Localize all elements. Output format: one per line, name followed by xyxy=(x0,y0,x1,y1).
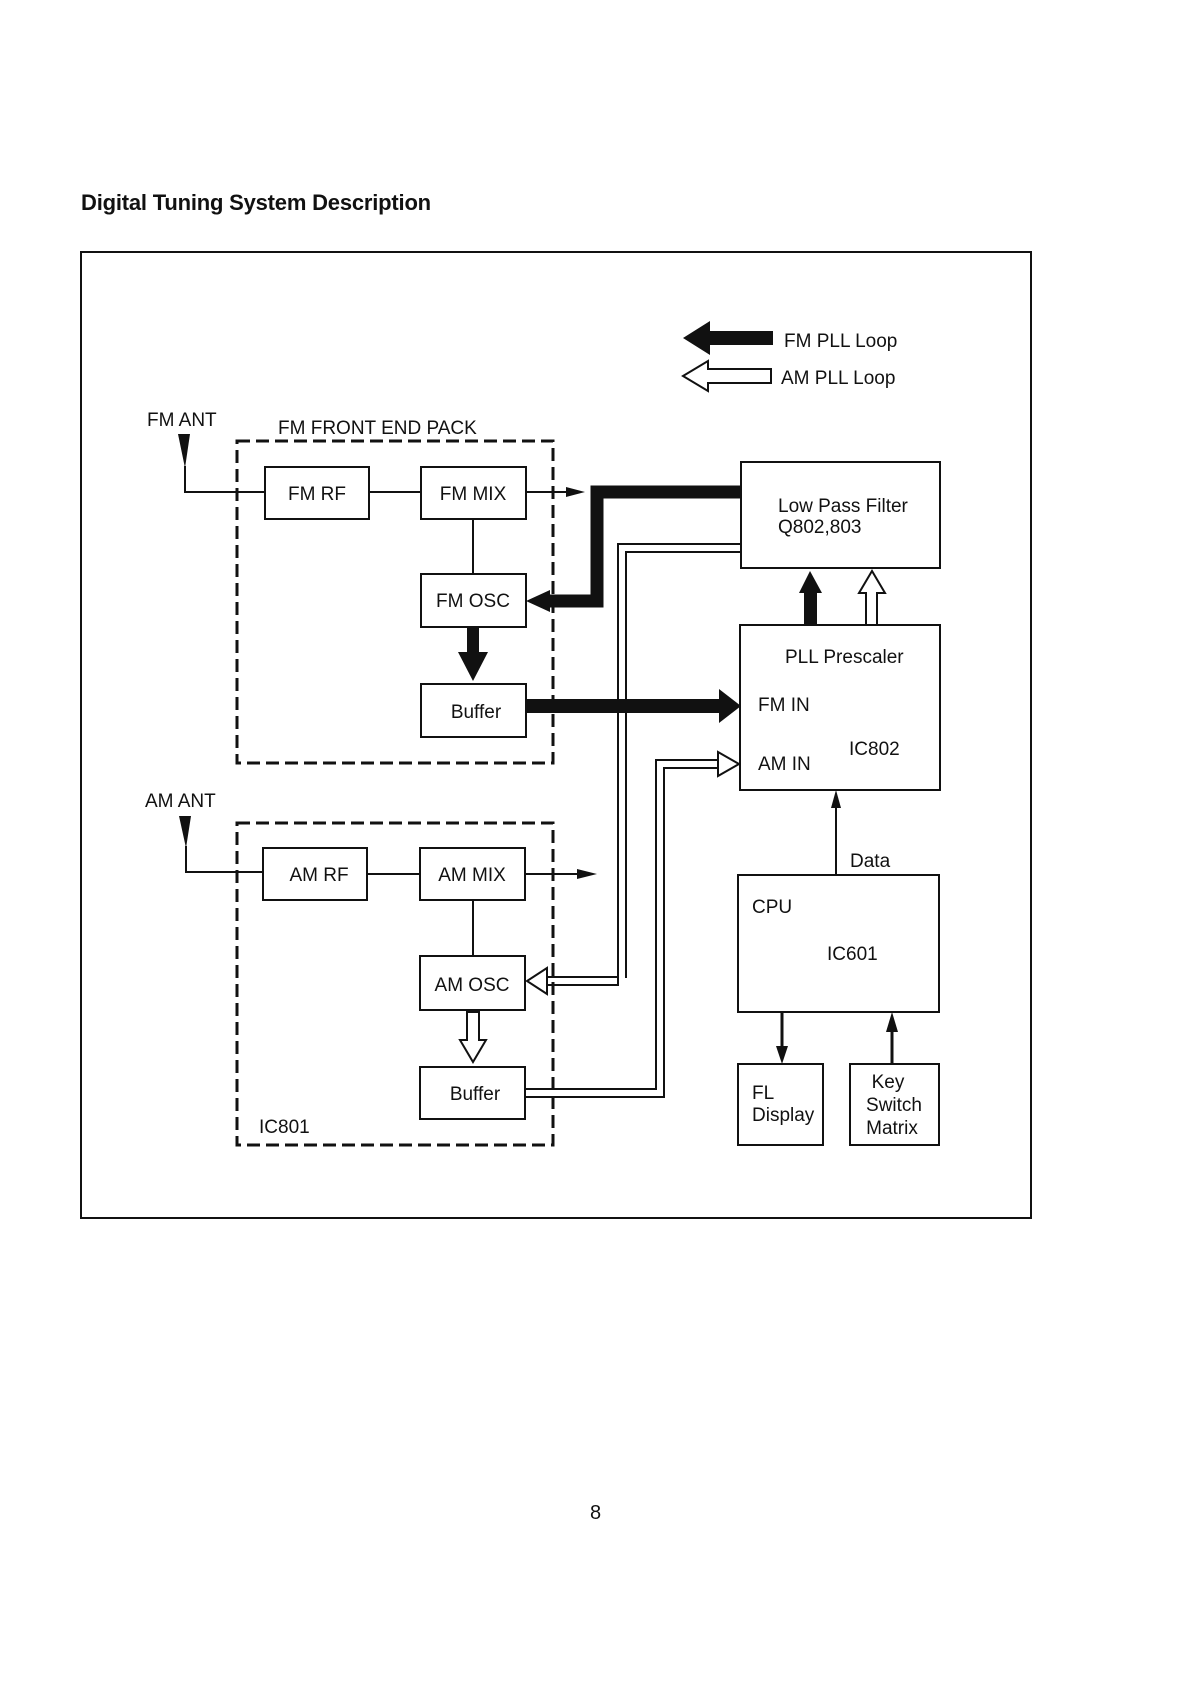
fm-loop-legend-label: FM PLL Loop xyxy=(784,331,897,352)
pll-am-in-label: AM IN xyxy=(758,754,811,775)
lpf-to-am-osc-line-outer xyxy=(544,544,741,985)
am-osc-label: AM OSC xyxy=(435,975,510,996)
am-osc-to-buffer-arrow xyxy=(460,1012,486,1062)
legend: FM PLL Loop AM PLL Loop xyxy=(683,321,897,391)
fm-buffer-label: Buffer xyxy=(451,702,502,723)
am-in-arrow xyxy=(718,752,739,776)
fm-osc-control-arrow xyxy=(526,590,550,612)
am-mix-label: AM MIX xyxy=(438,865,506,886)
key-switch-line1: Key xyxy=(872,1072,905,1093)
key-switch-line2: Switch xyxy=(866,1095,922,1116)
fm-if-out-arrow xyxy=(566,487,585,497)
fm-in-arrow xyxy=(719,689,741,723)
fm-front-end-label: FM FRONT END PACK xyxy=(278,418,477,439)
page-number: 8 xyxy=(0,1502,1191,1525)
pll-prescaler-label: PLL Prescaler xyxy=(785,647,904,668)
fm-osc-label: FM OSC xyxy=(436,591,510,612)
lpf-to-am-osc-line-inner xyxy=(544,552,741,977)
pll-to-lpf-fm-arrow xyxy=(799,571,822,593)
fm-rf-label: FM RF xyxy=(288,484,346,505)
cpu-to-fl-display-arrow xyxy=(776,1046,788,1064)
key-matrix-to-cpu-arrow xyxy=(886,1012,898,1032)
data-arrow xyxy=(831,790,841,808)
am-loop-legend-label: AM PLL Loop xyxy=(781,368,895,389)
lpf-label-line2: Q802,803 xyxy=(778,517,861,538)
lpf-label-line1: Low Pass Filter xyxy=(778,496,909,517)
am-antenna-icon xyxy=(179,816,191,848)
fl-display-line2: Display xyxy=(752,1105,815,1126)
fm-osc-to-buffer-arrow xyxy=(458,652,488,681)
data-label: Data xyxy=(850,851,891,872)
fm-antenna-label: FM ANT xyxy=(147,410,217,431)
pll-fm-in-label: FM IN xyxy=(758,695,810,716)
am-antenna-label: AM ANT xyxy=(145,791,216,812)
fm-mix-label: FM MIX xyxy=(440,484,507,505)
am-if-out-arrow xyxy=(577,869,597,879)
cpu-ic-label: IC601 xyxy=(827,944,878,965)
cpu-label: CPU xyxy=(752,897,792,918)
am-rf-label: AM RF xyxy=(289,865,348,886)
lpf-to-fm-osc-line xyxy=(548,492,741,601)
fm-antenna-icon xyxy=(178,434,190,468)
key-switch-line3: Matrix xyxy=(866,1118,918,1139)
am-osc-control-arrow xyxy=(527,968,547,994)
fm-loop-legend-arrow xyxy=(683,321,773,355)
pll-ic-label: IC802 xyxy=(849,739,900,760)
am-group-ic-label: IC801 xyxy=(259,1117,310,1138)
fl-display-line1: FL xyxy=(752,1083,774,1104)
am-loop-legend-arrow xyxy=(683,361,771,391)
am-buffer-label: Buffer xyxy=(450,1084,501,1105)
